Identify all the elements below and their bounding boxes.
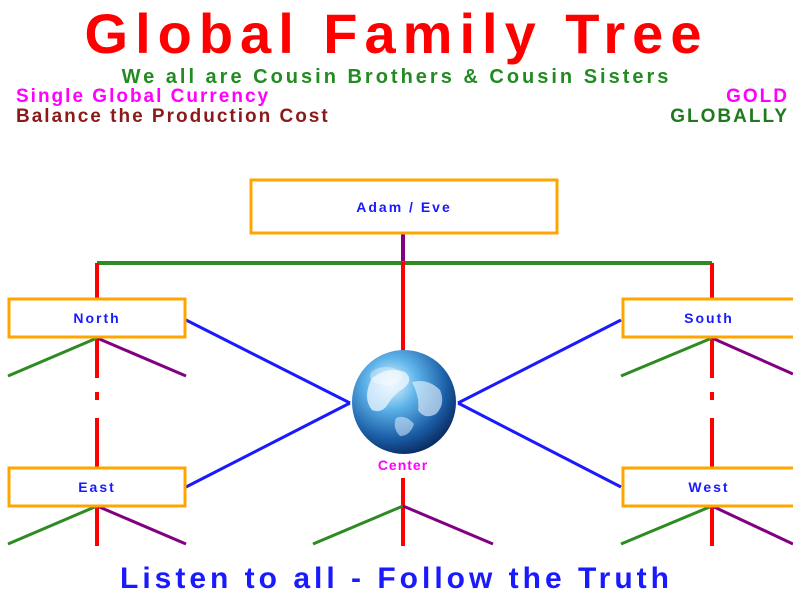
page-title: Global Family Tree: [84, 2, 709, 65]
west-purple-line: [711, 504, 793, 546]
center-label: Center: [378, 457, 428, 473]
north-green-line: [7, 336, 98, 378]
globe-icon: [352, 350, 456, 454]
east-box: [7, 466, 187, 508]
east-center-link: [185, 401, 351, 489]
north-label: North: [73, 310, 120, 326]
south-label: South: [684, 310, 734, 326]
south-green-line: [620, 336, 713, 378]
east-purple-line: [96, 504, 187, 546]
north-center-link: [185, 318, 351, 405]
east-green-line: [7, 504, 98, 546]
footer-slogan: Listen to all - Follow the Truth: [120, 562, 673, 595]
center-purple-line: [402, 504, 494, 546]
west-box: [621, 466, 793, 508]
center-green-line: [312, 504, 404, 546]
south-center-link: [457, 318, 622, 405]
west-label: West: [688, 479, 729, 495]
currency-value: GOLD: [726, 86, 789, 107]
root-box: [249, 178, 559, 235]
west-center-link: [457, 401, 622, 489]
cost-value: GLOBALLY: [670, 106, 789, 127]
tagline: We all are Cousin Brothers & Cousin Sist…: [121, 66, 672, 88]
north-purple-line: [96, 336, 187, 378]
north-box: [7, 297, 187, 339]
south-purple-line: [711, 336, 793, 376]
root-label: Adam / Eve: [356, 199, 451, 215]
east-label: East: [78, 479, 116, 495]
west-green-line: [620, 504, 713, 546]
currency-label: Single Global Currency: [16, 86, 271, 107]
cost-label: Balance the Production Cost: [16, 106, 330, 127]
south-box: [621, 297, 793, 339]
